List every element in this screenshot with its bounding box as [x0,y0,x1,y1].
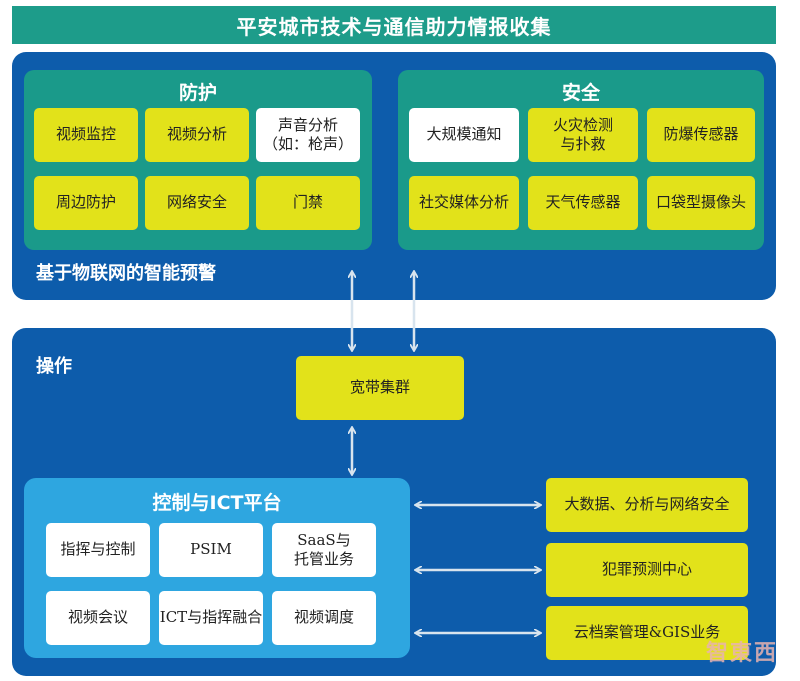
security-item-fire-detection: 火灾检测 与扑救 [528,108,638,162]
defense-item-video-surveillance: 视频监控 [34,108,138,162]
iot-warning-label: 基于物联网的智能预警 [36,263,216,284]
defense-item-network-security: 网络安全 [145,176,249,230]
defense-item-perimeter: 周边防护 [34,176,138,230]
security-item-mass-notification: 大规模通知 [409,108,519,162]
security-item-explosion-sensor: 防爆传感器 [647,108,755,162]
diagram-title: 平安城市技术与通信助力情报收集 [12,6,776,44]
defense-item-access-control: 门禁 [256,176,360,230]
control-item-psim: PSIM [159,523,263,577]
operations-label: 操作 [36,356,72,377]
broadband-trunking-box: 宽带集群 [296,356,464,420]
defense-item-video-analysis: 视频分析 [145,108,249,162]
watermark-logo: 智東西 [705,641,778,666]
control-item-command: 指挥与控制 [46,523,150,577]
security-item-social-media: 社交媒体分析 [409,176,519,230]
side-box-big-data: 大数据、分析与网络安全 [546,478,748,532]
control-item-video-dispatch: 视频调度 [272,591,376,645]
control-ict-heading: 控制与ICT平台 [152,492,282,514]
control-item-video-conference: 视频会议 [46,591,150,645]
control-item-ict-fusion: ICT与指挥融合 [159,591,263,645]
side-box-cloud-gis: 云档案管理&GIS业务 [546,606,748,660]
defense-item-sound-analysis: 声音分析 （如：枪声） [256,108,360,162]
security-item-weather-sensor: 天气传感器 [528,176,638,230]
side-box-crime-prediction: 犯罪预测中心 [546,543,748,597]
security-heading: 安全 [561,82,600,104]
defense-heading: 防护 [178,82,217,104]
security-item-pocket-camera: 口袋型摄像头 [647,176,755,230]
control-item-saas: SaaS与 托管业务 [272,523,376,577]
